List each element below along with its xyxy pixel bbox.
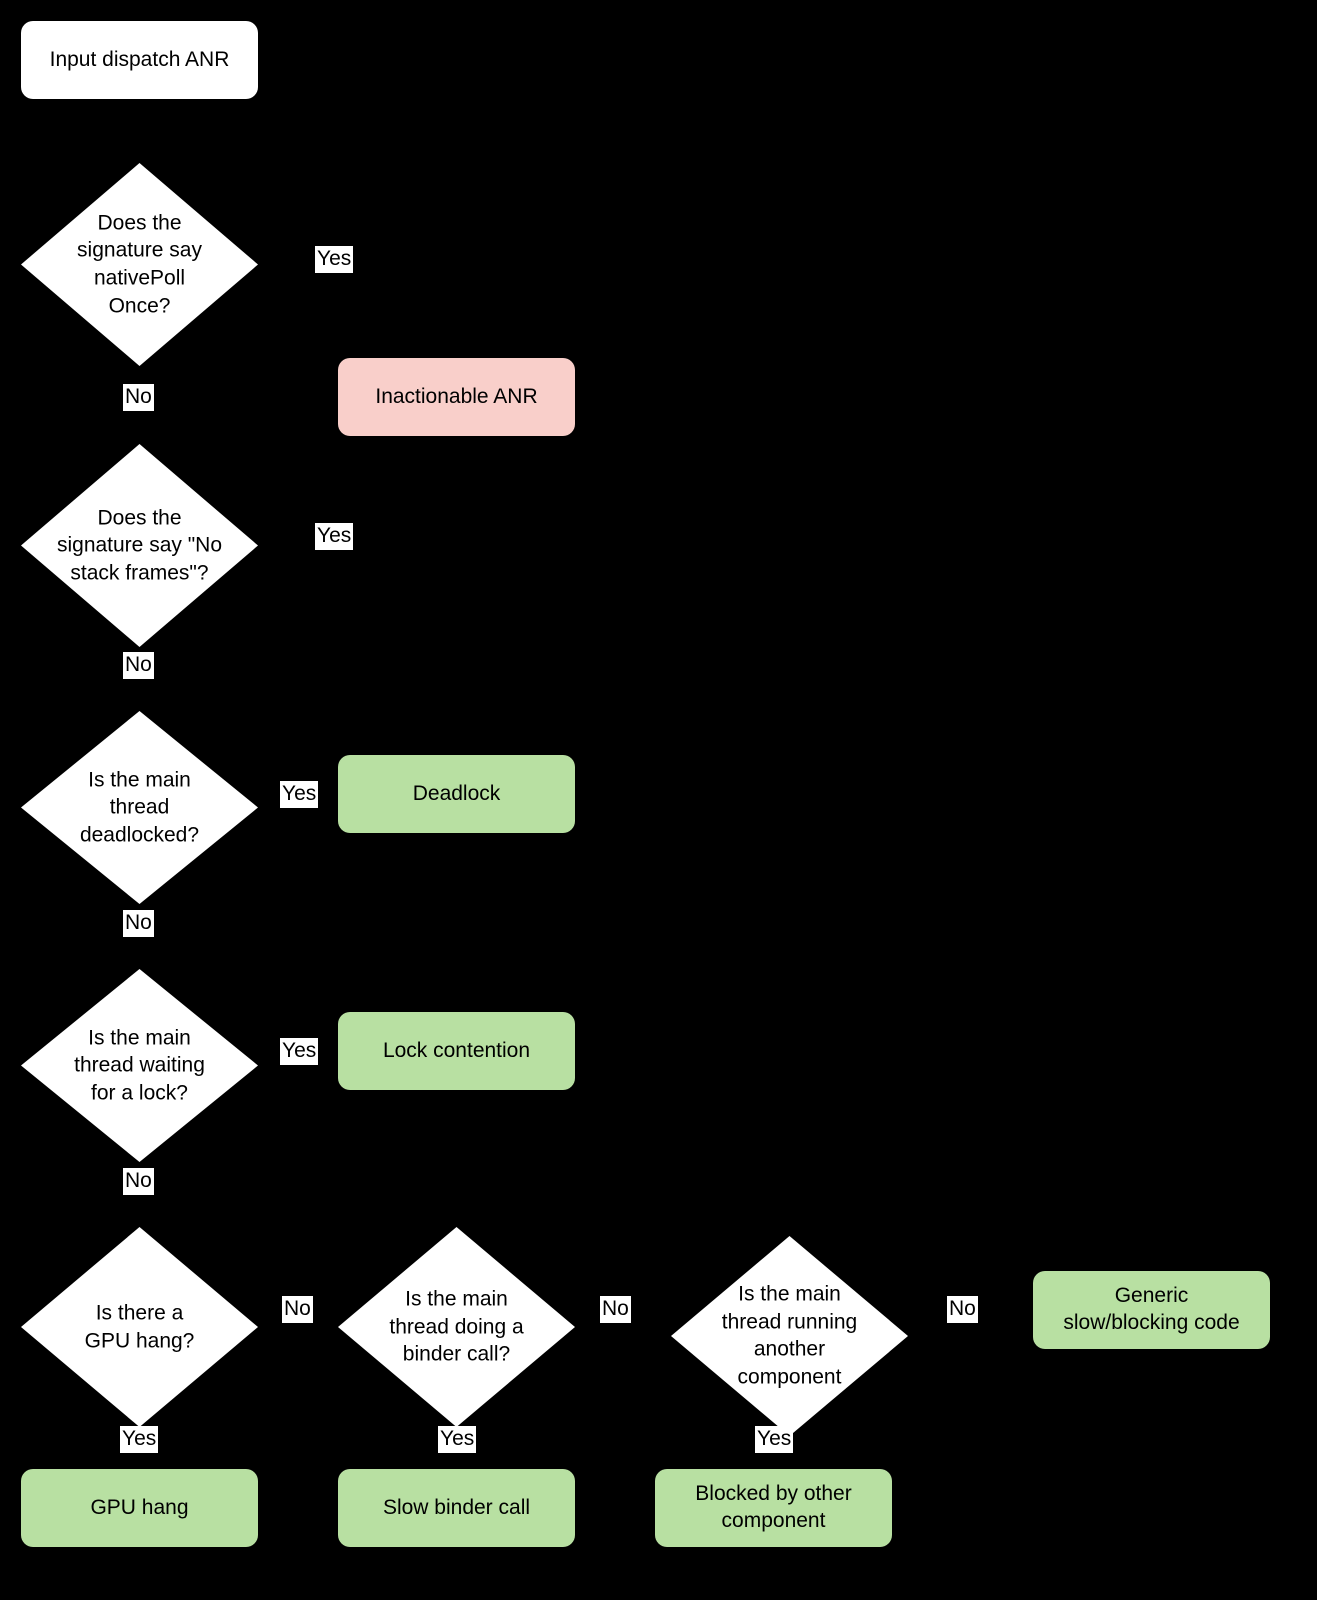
edge-label-d1-no: No — [123, 384, 154, 412]
node-decision-binder-call[interactable]: Is the main thread doing a binder call? — [338, 1227, 575, 1427]
diamond-shape — [671, 1236, 908, 1436]
diamond-shape — [21, 1227, 258, 1427]
node-outcome-inactionable-anr[interactable]: Inactionable ANR — [338, 358, 575, 436]
edge-label-d1-yes: Yes — [315, 246, 354, 274]
edge-label-d6-no: No — [600, 1296, 631, 1324]
node-start[interactable]: Input dispatch ANR — [21, 21, 258, 99]
edge-label-d7-yes: Yes — [755, 1426, 794, 1454]
connector-d7-yes-to-blocked — [772, 1427, 774, 1497]
edge-label-d3-yes: Yes — [280, 781, 319, 809]
node-decision-running-another-component[interactable]: Is the main thread running another compo… — [671, 1236, 908, 1436]
edge-label-d7-no: No — [947, 1296, 978, 1324]
edge-label-d2-no: No — [123, 652, 154, 680]
diamond-shape — [338, 1227, 575, 1427]
connector-d1-yes-to-inactionable — [258, 263, 457, 265]
edge-label-d4-yes: Yes — [280, 1038, 319, 1066]
node-outcome-gpu-hang[interactable]: GPU hang — [21, 1469, 258, 1547]
connector-d6-yes-to-binder — [456, 1427, 458, 1497]
edge-label-d3-no: No — [123, 910, 154, 938]
node-outcome-slow-binder-call[interactable]: Slow binder call — [338, 1469, 575, 1547]
node-decision-waiting-for-lock[interactable]: Is the main thread waiting for a lock? — [21, 969, 258, 1162]
node-outcome-blocked-by-other-component[interactable]: Blocked by other component — [655, 1469, 892, 1547]
node-decision-no-stack-frames[interactable]: Does the signature say "No stack frames"… — [21, 444, 258, 647]
node-outcome-deadlock[interactable]: Deadlock — [338, 755, 575, 833]
node-decision-gpu-hang[interactable]: Is there a GPU hang? — [21, 1227, 258, 1427]
connector-d5-yes-to-gpu — [138, 1427, 140, 1497]
edge-label-d5-yes: Yes — [120, 1426, 159, 1454]
edge-label-d4-no: No — [123, 1168, 154, 1196]
node-decision-nativepollonce[interactable]: Does the signature say nativePoll Once? — [21, 163, 258, 366]
connector-d2-yes — [258, 540, 457, 542]
node-outcome-generic-slow-blocking-code[interactable]: Generic slow/blocking code — [1033, 1271, 1270, 1349]
diamond-shape — [21, 969, 258, 1162]
edge-label-d2-yes: Yes — [315, 523, 354, 551]
edge-label-d5-no: No — [282, 1296, 313, 1324]
diamond-shape — [21, 711, 258, 904]
diamond-shape — [21, 444, 258, 647]
diamond-shape — [21, 163, 258, 366]
edge-label-d6-yes: Yes — [438, 1426, 477, 1454]
node-outcome-lock-contention[interactable]: Lock contention — [338, 1012, 575, 1090]
connector-start-to-d1 — [138, 98, 140, 163]
node-decision-main-thread-deadlocked[interactable]: Is the main thread deadlocked? — [21, 711, 258, 904]
